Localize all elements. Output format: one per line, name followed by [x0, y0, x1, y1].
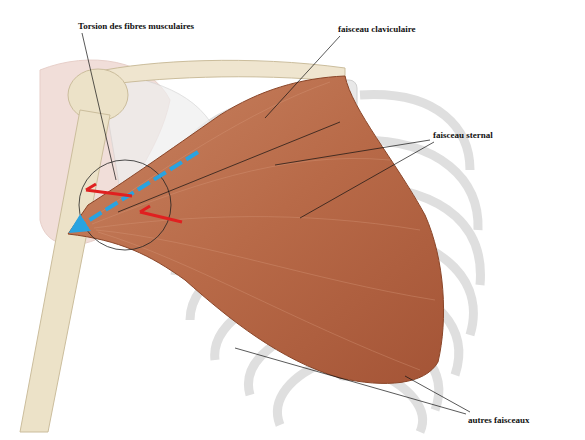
blue-arrow — [72, 152, 198, 231]
leader-lines — [82, 33, 470, 414]
part-label: Torsion des fibres musculaires — [78, 22, 194, 32]
part-label: faisceau claviculaire — [338, 25, 416, 35]
red-arrow — [86, 184, 132, 196]
red-arrow — [140, 206, 182, 222]
part-label: faisceau sternal — [433, 131, 493, 141]
torsion-circle — [79, 160, 171, 250]
part-label: autres faisceaux — [468, 416, 530, 426]
humerus — [20, 110, 110, 432]
muscle-fibres — [90, 82, 435, 370]
pectoralis-major — [68, 76, 444, 383]
